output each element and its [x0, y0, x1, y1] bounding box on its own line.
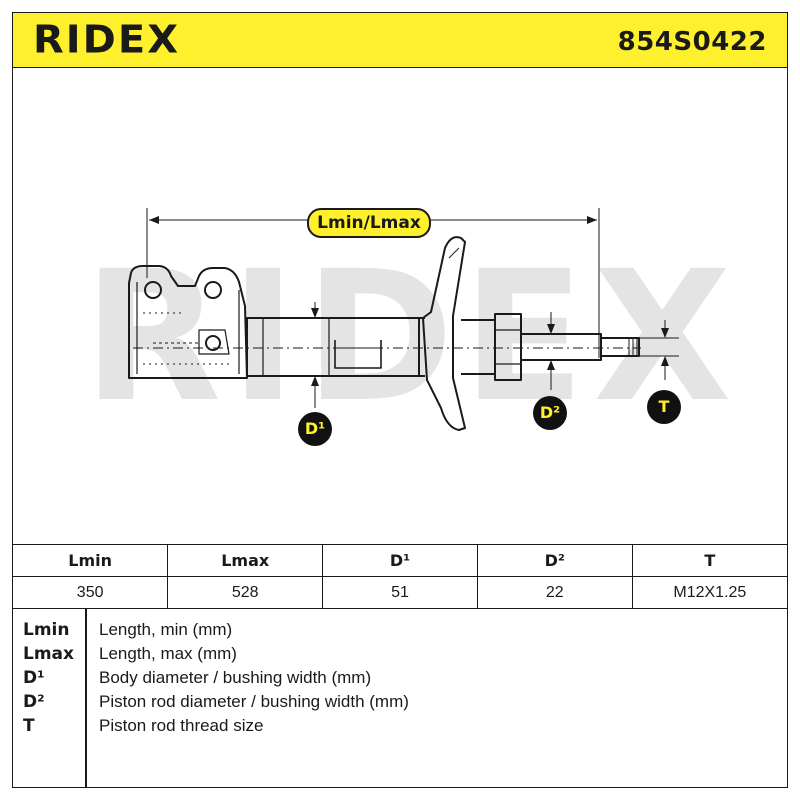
value-d1: 51 — [322, 576, 478, 609]
legend-key: Lmin — [23, 620, 70, 640]
legend-item: D¹ Body diameter / bushing width (mm) — [13, 666, 787, 690]
header-lmax: Lmax — [167, 544, 324, 577]
threaded-tip — [600, 337, 640, 357]
brand-logo: RIDEX — [33, 18, 181, 62]
table-row: 350 528 51 22 M12X1.25 — [13, 576, 787, 609]
bracket-hole-upper-right — [204, 281, 222, 299]
bracket-hole-lower — [205, 335, 221, 351]
technical-diagram: RIDEX — [13, 68, 787, 546]
legend-description: Length, max (mm) — [99, 644, 237, 663]
legend-key: T — [23, 716, 35, 736]
drawing-frame: RIDEX 854S0422 RIDEX — [12, 12, 788, 788]
header-t: T — [631, 544, 787, 577]
knuckle-bracket — [128, 265, 248, 379]
header-bar: RIDEX 854S0422 — [13, 13, 787, 68]
spring-seat-plate — [422, 236, 466, 431]
legend-description: Piston rod thread size — [99, 716, 264, 735]
legend-item: Lmax Length, max (mm) — [13, 642, 787, 666]
value-t: M12X1.25 — [631, 576, 787, 609]
header-d1: D¹ — [322, 544, 478, 577]
specification-table: Lmin Lmax D¹ D² T 350 528 51 22 M12X1.25 — [13, 544, 787, 609]
legend-description: Piston rod diameter / bushing width (mm) — [99, 692, 409, 711]
length-label: Lmin/Lmax — [307, 208, 431, 238]
body-diameter-badge: D¹ — [298, 412, 332, 446]
shock-absorber-drawing — [128, 208, 679, 431]
bracket-hole-upper-left — [144, 281, 162, 299]
legend-description: Length, min (mm) — [99, 620, 233, 639]
value-lmin: 350 — [13, 576, 169, 609]
damper-body-tube — [246, 317, 420, 377]
legend-item: D² Piston rod diameter / bushing width (… — [13, 690, 787, 714]
legend-key: Lmax — [23, 644, 74, 664]
part-number: 854S0422 — [617, 27, 767, 57]
header-d2: D² — [476, 544, 633, 577]
value-d2: 22 — [476, 576, 633, 609]
stabilizer-link-bracket — [334, 340, 382, 369]
piston-rod — [520, 333, 602, 361]
table-header-row: Lmin Lmax D¹ D² T — [13, 544, 787, 577]
length-arrow-left — [149, 216, 159, 224]
legend-item: Lmin Length, min (mm) — [13, 618, 787, 642]
value-lmax: 528 — [167, 576, 324, 609]
length-arrow-right — [587, 216, 597, 224]
rod-diameter-badge: D² — [533, 396, 567, 430]
legend-description: Body diameter / bushing width (mm) — [99, 668, 372, 687]
top-nut-block — [494, 313, 522, 381]
legend-key: D¹ — [23, 668, 45, 688]
header-lmin: Lmin — [13, 544, 169, 577]
legend-item: T Piston rod thread size — [13, 714, 787, 738]
legend-divider — [85, 608, 87, 787]
legend-key: D² — [23, 692, 45, 712]
thread-badge: T — [647, 390, 681, 424]
legend-section: Lmin Length, min (mm) Lmax Length, max (… — [13, 608, 787, 787]
